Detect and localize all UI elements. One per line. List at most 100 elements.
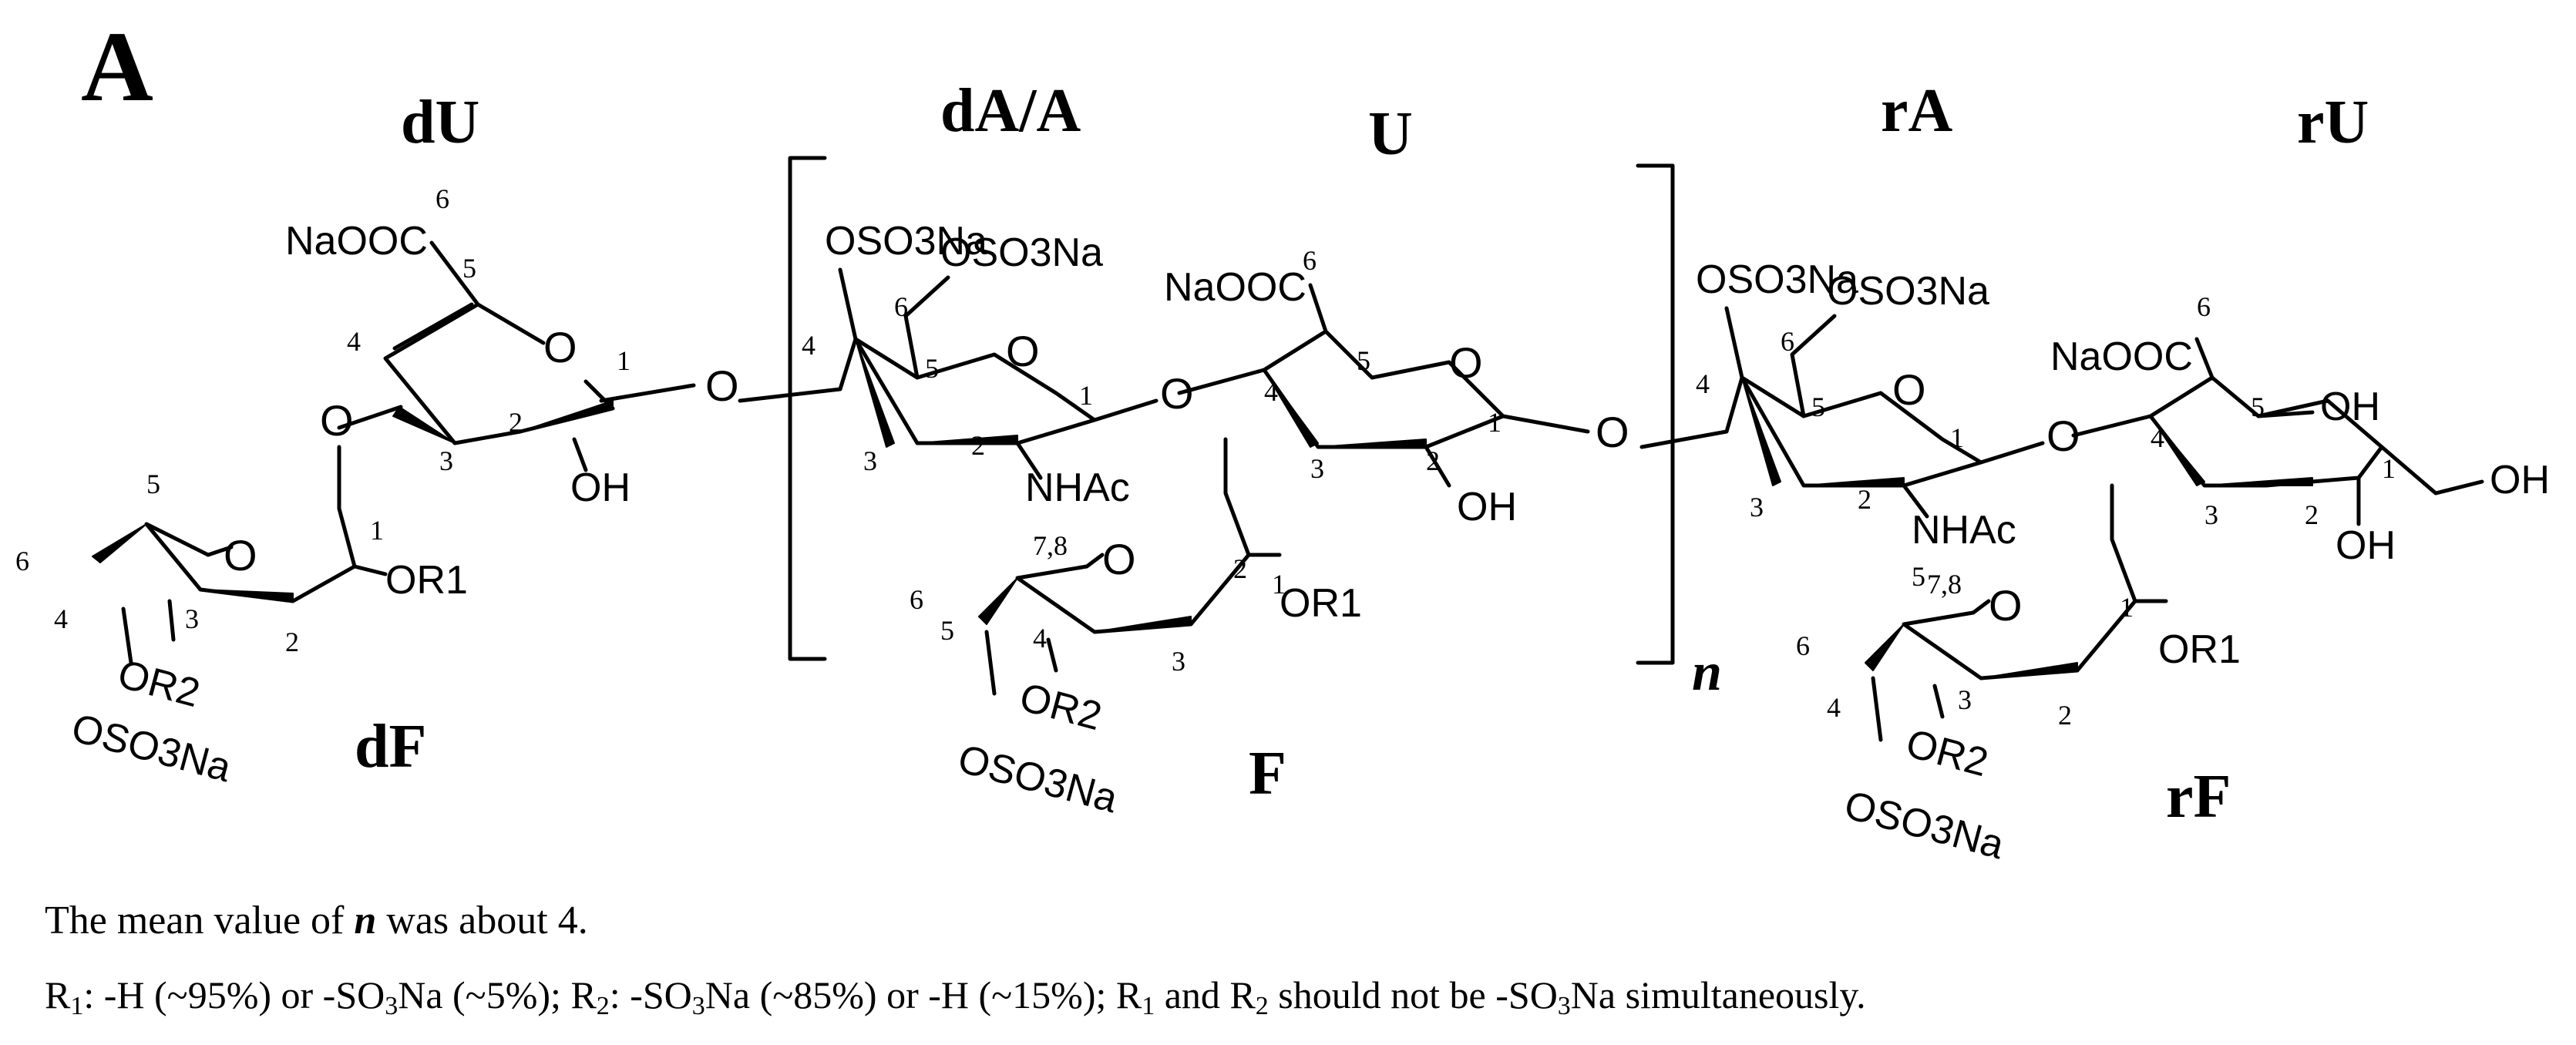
- svg-text:5: 5: [146, 469, 160, 499]
- svg-text:7,8: 7,8: [1033, 530, 1068, 561]
- F-ring: O OR1 OR2 OSO3Na 7,8 6 5 4 3 2 1: [910, 437, 1362, 822]
- svg-text:4: 4: [2151, 422, 2164, 453]
- svg-text:O: O: [1892, 365, 1926, 414]
- svg-text:5: 5: [2251, 391, 2265, 422]
- svg-text:1: 1: [617, 345, 631, 376]
- svg-text:3: 3: [1750, 492, 1764, 522]
- svg-text:5: 5: [1811, 391, 1825, 422]
- svg-text:1: 1: [1950, 422, 1964, 453]
- U-ring: O NaOOC OH O 6 4 5 3 2 1: [1164, 245, 1629, 529]
- svg-text:1: 1: [1488, 407, 1502, 438]
- svg-text:O: O: [1989, 581, 2023, 630]
- svg-text:OSO3Na: OSO3Na: [1696, 257, 1858, 302]
- svg-text:5: 5: [925, 353, 939, 384]
- svg-text:4: 4: [1827, 692, 1841, 723]
- svg-text:2: 2: [2305, 499, 2319, 530]
- rA-ring: O OSO3Na OSO3Na NHAc O 4 6 5 3 2 1: [1639, 257, 2080, 553]
- residue-label-dF: dF: [355, 713, 426, 781]
- svg-text:O: O: [1160, 369, 1194, 418]
- repeat-subscript-n: n: [1692, 643, 1722, 702]
- svg-text:5: 5: [462, 253, 476, 284]
- svg-text:OH: OH: [2320, 385, 2380, 429]
- svg-text:4: 4: [347, 326, 361, 357]
- svg-text:2: 2: [2058, 700, 2072, 731]
- svg-text:NHAc: NHAc: [1025, 465, 1130, 510]
- svg-text:1: 1: [370, 515, 384, 546]
- svg-text:O: O: [1449, 338, 1483, 387]
- svg-text:3: 3: [1958, 684, 1972, 715]
- caption-n: n: [354, 899, 377, 943]
- residue-label-rU: rU: [2297, 89, 2369, 156]
- svg-text:OR1: OR1: [1280, 581, 1362, 626]
- residue-label-dA-A: dA/A: [940, 77, 1081, 145]
- svg-text:O: O: [320, 396, 354, 445]
- caption-line-2: R1: -H (~95%) or -SO3Na (~5%); R2: -SO3N…: [45, 973, 1866, 1020]
- svg-text:OSO3Na: OSO3Na: [1840, 783, 2009, 869]
- svg-text:OR1: OR1: [2158, 627, 2241, 672]
- svg-text:5: 5: [1357, 345, 1370, 376]
- caption-line-1: The mean value of n was about 4.: [45, 899, 588, 943]
- svg-text:1: 1: [1079, 380, 1093, 411]
- svg-text:OH: OH: [570, 465, 631, 510]
- residue-label-rF: rF: [2166, 763, 2231, 831]
- svg-text:OH: OH: [1457, 485, 1517, 529]
- svg-text:3: 3: [863, 445, 877, 476]
- svg-text:OR2: OR2: [1902, 721, 1993, 786]
- dU-ring: O NaOOC OH O O 6 5 4 3 2 1: [285, 183, 739, 510]
- svg-text:4: 4: [1264, 376, 1278, 407]
- svg-text:OR1: OR1: [385, 558, 468, 603]
- svg-text:3: 3: [185, 603, 199, 634]
- svg-text:4: 4: [802, 330, 816, 361]
- svg-text:O: O: [543, 323, 577, 371]
- svg-text:6: 6: [910, 584, 923, 615]
- svg-text:O: O: [1596, 408, 1629, 456]
- svg-text:OSO3Na: OSO3Na: [1827, 269, 1989, 314]
- residue-label-U: U: [1368, 100, 1413, 168]
- svg-text:1: 1: [2120, 592, 2134, 623]
- svg-text:4: 4: [54, 603, 68, 634]
- svg-text:2: 2: [509, 407, 523, 438]
- svg-text:OSO3Na: OSO3Na: [825, 219, 987, 264]
- svg-text:3: 3: [1310, 453, 1324, 484]
- rU-ring: NaOOC OH OH OH 6 4 5 3 2 1: [2050, 291, 2550, 568]
- svg-text:OSO3Na: OSO3Na: [67, 706, 236, 791]
- residue-label-dU: dU: [401, 89, 479, 156]
- svg-text:6: 6: [894, 291, 908, 322]
- svg-text:4: 4: [1033, 623, 1047, 654]
- svg-text:2: 2: [1233, 553, 1247, 584]
- svg-text:2: 2: [1426, 445, 1440, 476]
- svg-text:NHAc: NHAc: [1912, 508, 2016, 553]
- svg-text:NaOOC: NaOOC: [1164, 265, 1306, 310]
- residue-label-rA: rA: [1881, 77, 1953, 145]
- svg-text:OSO3Na: OSO3Na: [940, 230, 1103, 275]
- svg-text:OH: OH: [2336, 523, 2396, 568]
- svg-text:NaOOC: NaOOC: [2050, 334, 2193, 379]
- dA-A-ring: O OSO3Na OSO3Na NHAc O 4 6 5 3 2 1: [738, 219, 1194, 510]
- svg-text:2: 2: [285, 627, 299, 657]
- svg-text:4: 4: [1696, 368, 1710, 399]
- svg-text:3: 3: [439, 445, 453, 476]
- svg-text:5: 5: [1912, 561, 1925, 592]
- panel-label: A: [81, 12, 153, 123]
- svg-text:6: 6: [2197, 291, 2211, 322]
- svg-text:6: 6: [1796, 630, 1810, 661]
- svg-text:6: 6: [1781, 326, 1794, 357]
- svg-text:7,8: 7,8: [1927, 569, 1962, 600]
- svg-text:2: 2: [1858, 484, 1871, 515]
- svg-text:O: O: [1102, 535, 1136, 583]
- svg-text:O: O: [224, 531, 257, 580]
- svg-text:6: 6: [435, 183, 449, 214]
- svg-text:6: 6: [15, 546, 29, 576]
- svg-text:NaOOC: NaOOC: [285, 219, 428, 264]
- svg-text:OSO3Na: OSO3Na: [953, 737, 1122, 822]
- svg-text:1: 1: [2382, 453, 2396, 484]
- repeat-brackets: [788, 156, 1675, 665]
- residue-label-F: F: [1249, 740, 1286, 808]
- svg-text:3: 3: [1172, 646, 1185, 677]
- svg-text:2: 2: [971, 430, 985, 461]
- svg-text:6: 6: [1303, 245, 1317, 276]
- svg-text:5: 5: [940, 615, 954, 646]
- svg-text:O: O: [705, 361, 739, 410]
- svg-text:OH: OH: [2490, 458, 2550, 502]
